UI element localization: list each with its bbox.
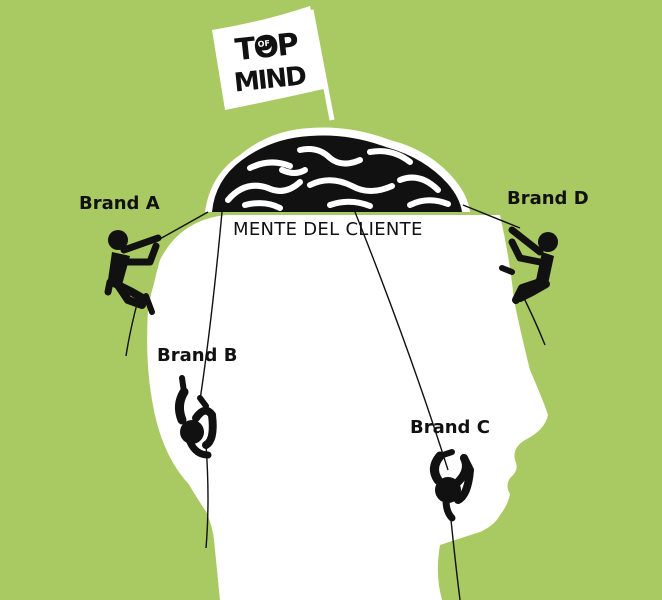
top-of-mind-logo: TOP OF MIND <box>218 25 317 106</box>
head-back <box>148 215 240 600</box>
brain <box>205 127 470 212</box>
flag <box>212 6 328 110</box>
brand-b-label: Brand B <box>157 345 238 366</box>
climber-d <box>499 226 558 304</box>
climber-a <box>104 230 162 315</box>
climber-b <box>174 375 217 459</box>
brand-c-label: Brand C <box>410 417 490 438</box>
brand-a-label: Brand A <box>79 193 160 214</box>
mind-caption: MENTE DEL CLIENTE <box>233 219 423 240</box>
brand-d-label: Brand D <box>507 188 589 209</box>
climber-c <box>430 449 474 522</box>
